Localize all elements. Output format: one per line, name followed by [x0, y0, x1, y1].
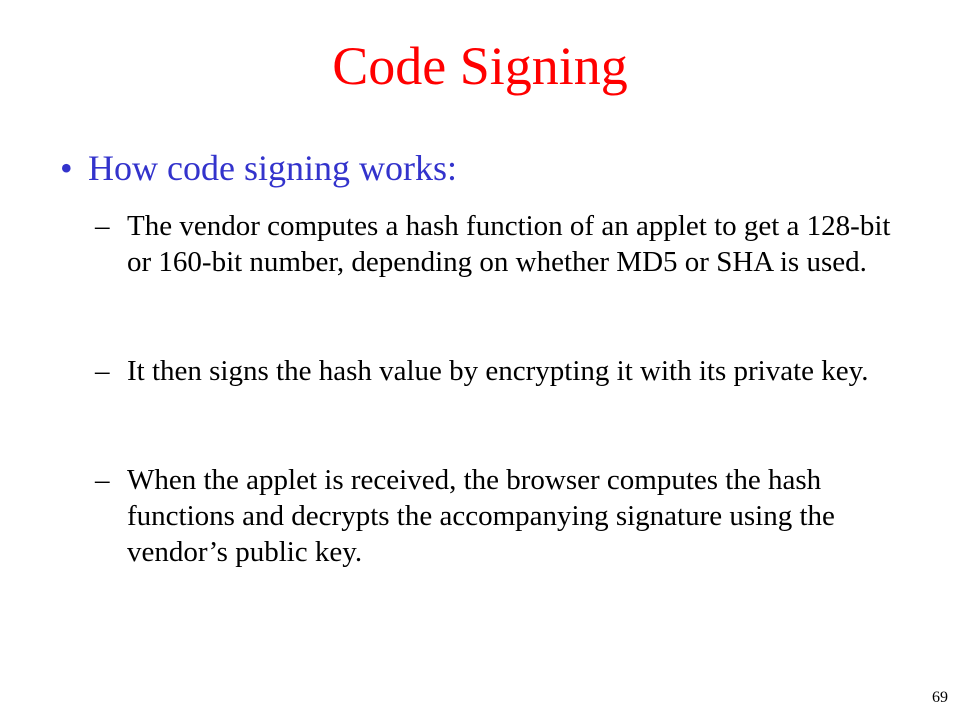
dash-marker: – — [95, 355, 110, 387]
sub-bullet-text: It then signs the hash value by encrypti… — [127, 355, 869, 387]
main-bullet-text: How code signing works: — [88, 148, 457, 188]
sub-bullet-text: When the applet is received, the browser… — [127, 464, 835, 568]
dash-marker: – — [95, 464, 110, 496]
sub-bullet-text: The vendor computes a hash function of a… — [127, 210, 891, 278]
bullet-marker: • — [60, 148, 73, 188]
page-number: 69 — [932, 689, 948, 706]
dash-marker: – — [95, 210, 110, 242]
slide-title: Code Signing — [332, 36, 628, 96]
